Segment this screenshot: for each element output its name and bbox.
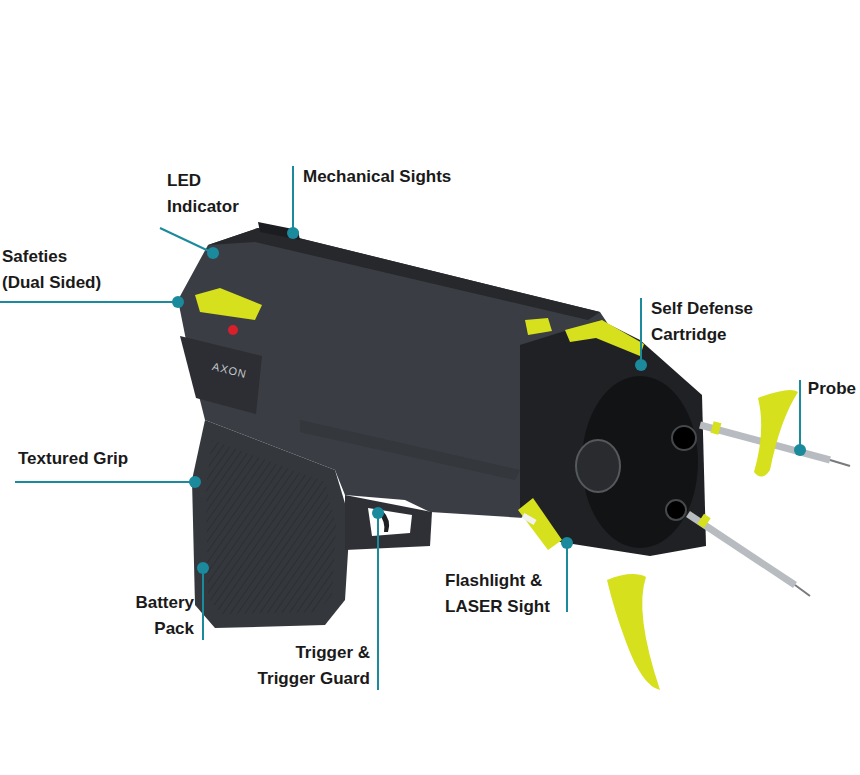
leader-dot [794, 444, 806, 456]
part-label: Trigger & Trigger Guard [248, 640, 370, 692]
part-label: Flashlight & LASER Sight [445, 568, 559, 620]
leader-dot [189, 476, 201, 488]
safety-switch [195, 288, 262, 320]
leader-dot [197, 562, 209, 574]
leader-line [0, 301, 178, 303]
leader-line [640, 298, 642, 365]
cartridge-collar [565, 320, 644, 356]
body-ridge [300, 420, 520, 480]
led-light [228, 325, 238, 335]
trigger-guard-opening [368, 508, 412, 536]
leader-line [799, 380, 801, 450]
body-top-face [208, 228, 600, 320]
part-label: Probe [808, 376, 856, 402]
leader-line [160, 228, 213, 253]
part-label: Mechanical Sights [303, 164, 451, 190]
front-sight [525, 318, 552, 335]
cartridge-door [607, 574, 660, 690]
cartridge-door [754, 390, 798, 477]
part-label: Textured Grip [18, 446, 128, 472]
leader-dot [635, 359, 647, 371]
leader-line [202, 568, 204, 640]
probe-bore [672, 426, 696, 450]
grip-texture [206, 440, 336, 614]
leader-line [566, 543, 568, 612]
leader-line [377, 513, 379, 690]
probe-ring [697, 514, 710, 528]
cartridge-collar [518, 498, 562, 550]
leader-line [15, 481, 195, 483]
probe-dart [688, 514, 795, 585]
leader-dot [287, 227, 299, 239]
cartridge-emblem [576, 440, 620, 492]
brand-panel [180, 336, 262, 414]
leader-dot [372, 507, 384, 519]
part-label: LED Indicator [167, 168, 259, 220]
probe-ring [711, 421, 722, 435]
flashlight-lens [521, 513, 536, 525]
part-label: Battery Pack [110, 590, 194, 642]
part-label: Safeties (Dual Sided) [2, 244, 108, 296]
leader-dot [561, 537, 573, 549]
probe-needle [795, 585, 810, 596]
probe-needle [830, 460, 850, 466]
probe-bore [666, 500, 686, 520]
leader-line [292, 166, 294, 233]
part-label: Self Defense Cartridge [651, 296, 773, 348]
leader-dot [172, 296, 184, 308]
leader-dot [207, 247, 219, 259]
